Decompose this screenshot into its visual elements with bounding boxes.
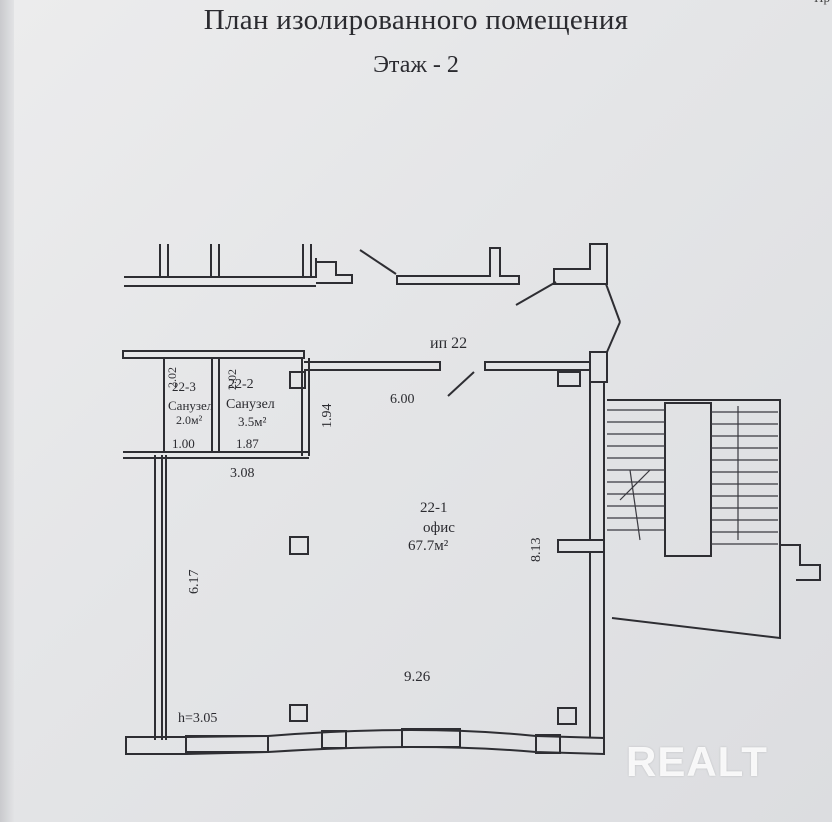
room-id-22-1: 22-1 <box>420 500 448 516</box>
dim-9-26: 9.26 <box>404 669 431 685</box>
room-area-22-3: 2.0м² <box>176 413 203 427</box>
page-edge <box>0 0 14 822</box>
wall-upper-right-ext <box>304 361 441 371</box>
room-id-22-3: 22-3 <box>172 379 196 394</box>
wall-upper-right <box>484 361 591 371</box>
wall-diag-3 <box>605 283 621 323</box>
window-2 <box>321 730 347 749</box>
dim-1-94: 1.94 <box>320 404 335 429</box>
dim-8-13: 8.13 <box>529 538 544 563</box>
room-name-22-1: офис <box>423 520 455 536</box>
duct-box <box>289 371 306 389</box>
dim-1-87: 1.87 <box>236 436 259 451</box>
room-area-22-1: 67.7м² <box>408 538 449 554</box>
wall-wetroom-bottom <box>123 451 309 459</box>
dim-6-17: 6.17 <box>187 570 202 595</box>
window-3 <box>401 728 461 748</box>
dim-1-00: 1.00 <box>172 436 195 451</box>
wall-left <box>154 455 167 740</box>
stair-outline <box>607 399 781 640</box>
column-1 <box>289 536 309 555</box>
stair-balcony <box>780 544 821 581</box>
room-id-22-2: 22-2 <box>228 377 254 392</box>
wall-top-left <box>124 258 317 287</box>
wall-top-left-ledge <box>316 261 353 284</box>
column-2 <box>289 704 308 722</box>
stair-core <box>664 402 712 557</box>
wall-partition-1 <box>211 358 220 452</box>
wall-right-lower <box>557 539 605 738</box>
wall-diag-1 <box>359 249 397 275</box>
column-3 <box>557 707 577 725</box>
room-name-22-3: Санузел <box>168 398 214 413</box>
ceiling-height: h=3.05 <box>178 711 217 726</box>
wall-diag-2 <box>515 281 557 306</box>
wall-stub <box>159 244 312 278</box>
wall-top-right <box>553 243 608 285</box>
floor-label: Этаж - 2 <box>373 52 459 78</box>
dim-2-02-a: 2.02 <box>165 367 179 388</box>
window-1 <box>185 735 269 753</box>
window-4 <box>535 734 561 754</box>
stair-treads <box>607 406 778 545</box>
dim-6-00: 6.00 <box>390 392 415 407</box>
ip-label: ип 22 <box>430 335 467 352</box>
dim-2-02-b: 2.02 <box>225 369 239 390</box>
wall-upper-left <box>122 350 305 359</box>
corner-text: Пр <box>814 0 830 6</box>
plan-title: План изолированного помещения <box>203 4 629 36</box>
wall-right <box>557 351 608 540</box>
wall-top-mid <box>396 247 520 285</box>
dim-3-08: 3.08 <box>230 466 255 481</box>
wall-partition-2 <box>301 358 310 456</box>
wall-diag-4 <box>447 371 475 397</box>
wall-diag-5 <box>606 321 621 353</box>
room-name-22-2: Санузел <box>226 397 275 412</box>
room-area-22-2: 3.5м² <box>238 414 266 429</box>
wall-bottom-curved <box>125 729 605 756</box>
realt-watermark-logo: REALT <box>626 738 768 785</box>
